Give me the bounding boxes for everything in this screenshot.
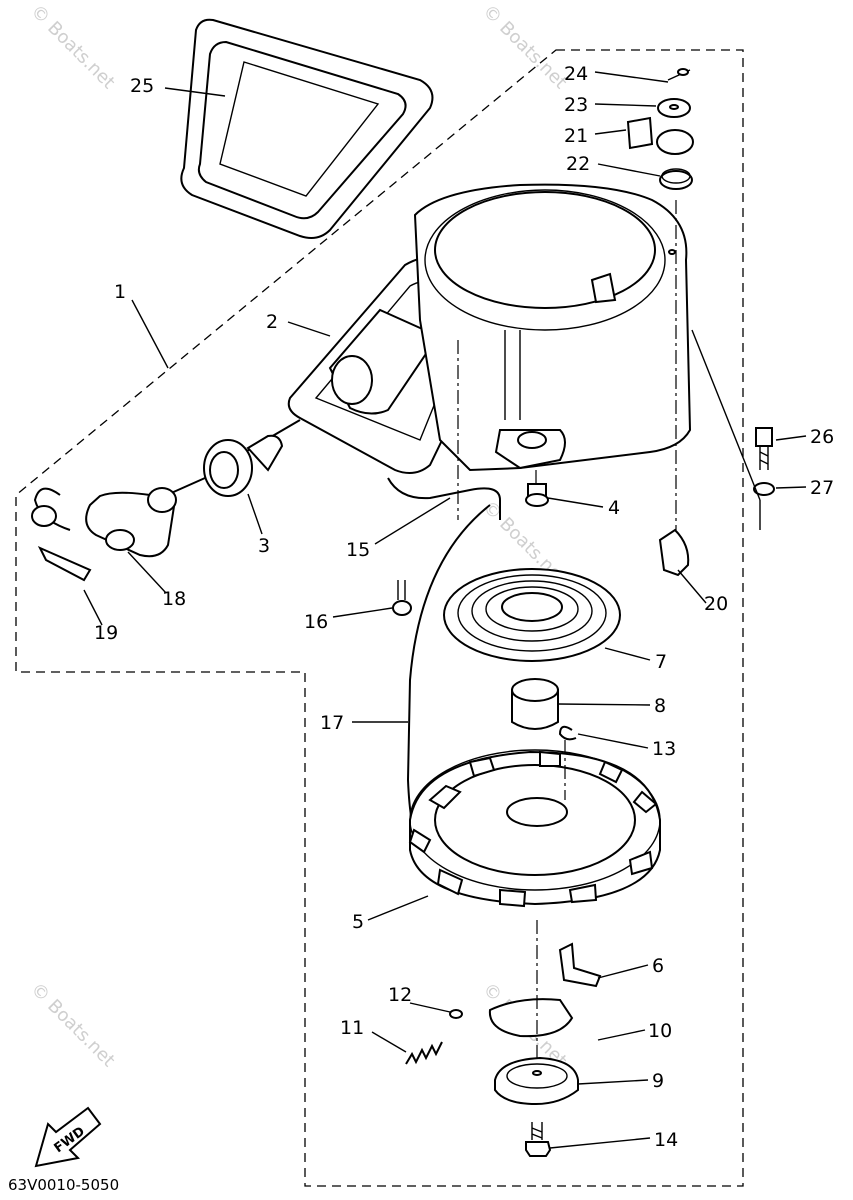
- callout-14: 14: [654, 1129, 678, 1151]
- watermark-top-center: © Boats.net: [478, 1, 570, 93]
- bolt-part-26: [755, 427, 773, 470]
- pin-part-12: [449, 1009, 463, 1019]
- grommet-part-3: [203, 434, 284, 497]
- callout-27: 27: [810, 477, 834, 499]
- bolt-part-16: [392, 580, 412, 616]
- callout-labels: 1 2 3 4 5 6 7 8 9 10 11 12 13 14 15 16 1…: [94, 63, 834, 1151]
- hose-part-15: [387, 477, 501, 520]
- callout-2: 2: [266, 311, 278, 333]
- callout-15: 15: [346, 539, 370, 561]
- clamp-part-20: [658, 528, 690, 577]
- callout-8: 8: [654, 695, 666, 717]
- callout-12: 12: [388, 984, 412, 1006]
- callout-4: 4: [608, 497, 620, 519]
- watermark-top-left: © Boats.net: [26, 1, 118, 93]
- spiral-spring-part-7: [443, 568, 621, 662]
- callout-23: 23: [564, 94, 588, 116]
- starter-handle-part-18: [31, 487, 177, 582]
- callout-26: 26: [810, 426, 834, 448]
- plate-part-10: [488, 998, 574, 1038]
- callout-19: 19: [94, 622, 118, 644]
- center-lines: [457, 200, 677, 1060]
- callout-13: 13: [652, 738, 676, 760]
- callout-17: 17: [320, 712, 344, 734]
- leader-lines: [83, 71, 807, 1149]
- callout-9: 9: [652, 1070, 664, 1092]
- callout-24: 24: [564, 63, 588, 85]
- clip-part-13: [558, 725, 577, 741]
- pulley-drum-part-5: [408, 749, 661, 908]
- bolt-part-14: [525, 1122, 552, 1157]
- starter-case-part-1: [413, 183, 692, 472]
- callout-5: 5: [352, 911, 364, 933]
- callout-25: 25: [130, 75, 154, 97]
- callout-3: 3: [258, 535, 270, 557]
- pawl-part-6: [558, 942, 602, 988]
- callout-11: 11: [340, 1017, 364, 1039]
- diagram-code: 63V0010-5050: [8, 1176, 119, 1194]
- bushing-part-8: [511, 678, 559, 730]
- callout-22: 22: [566, 153, 590, 175]
- spring-part-11: [405, 1041, 443, 1065]
- callout-20: 20: [704, 593, 728, 615]
- bushing-part-4: [525, 483, 549, 507]
- callout-1: 1: [114, 281, 126, 303]
- cover-part-9: [494, 1056, 579, 1106]
- washer-part-27: [753, 482, 775, 496]
- watermark-bottom-left: © Boats.net: [26, 979, 118, 1071]
- callout-7: 7: [655, 651, 667, 673]
- callout-10: 10: [648, 1020, 672, 1042]
- top-fittings: [626, 68, 694, 255]
- seal-frame-part-25: [180, 18, 434, 239]
- callout-18: 18: [162, 588, 186, 610]
- callout-6: 6: [652, 955, 664, 977]
- assembly-boundary: [15, 49, 744, 1187]
- callout-21: 21: [564, 125, 588, 147]
- fwd-arrow: FWD: [34, 1106, 102, 1168]
- callout-16: 16: [304, 611, 328, 633]
